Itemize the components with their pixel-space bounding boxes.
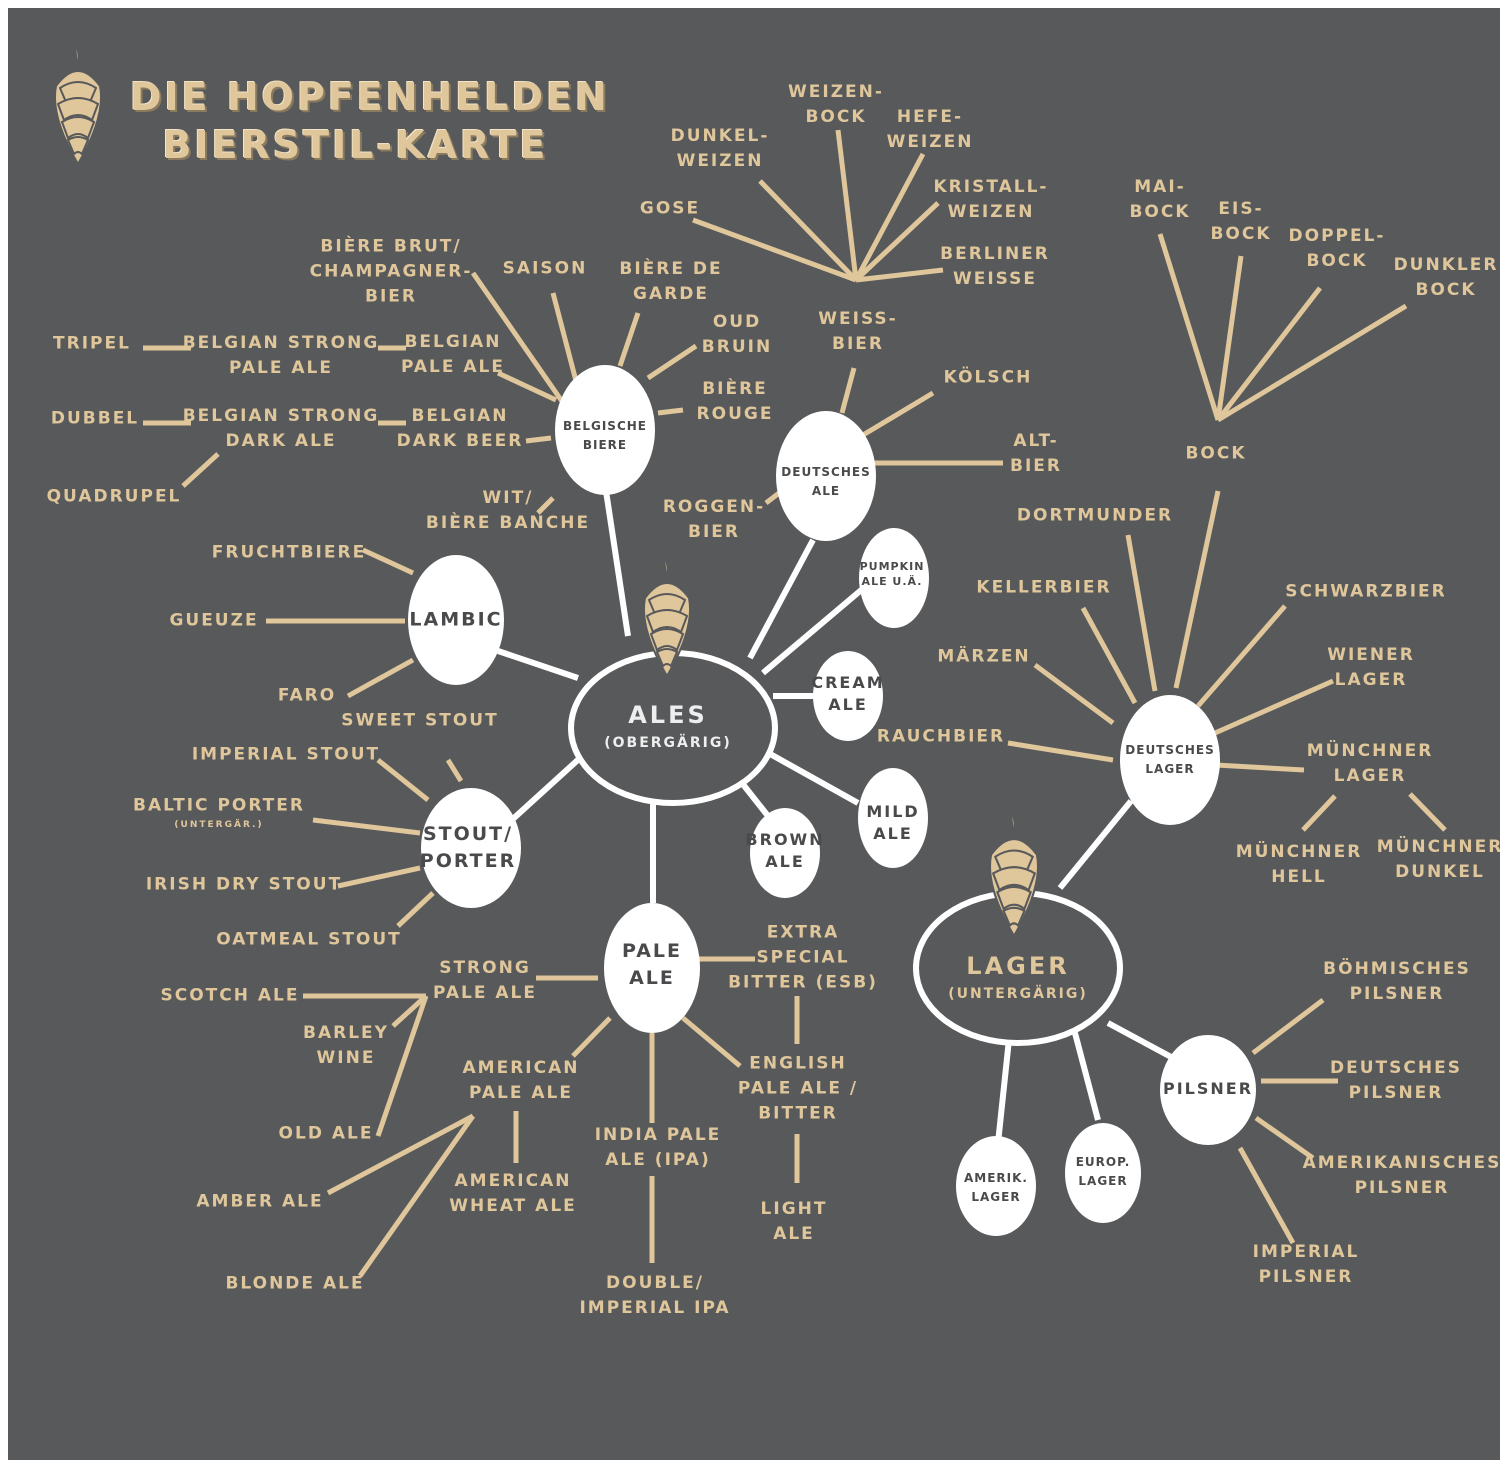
style-boehmisches-pilsner: BÖHMISCHES PILSNER xyxy=(1323,959,1471,1004)
hop-cone-icon xyxy=(988,813,1040,938)
style-dubbel: DUBBEL xyxy=(50,408,140,429)
style-muenchner-hell: MÜNCHNER HELL xyxy=(1235,842,1363,887)
style-fruchtbiere: FRUCHTBIERE xyxy=(211,542,367,563)
style-biere-de-garde: BIÈRE DE GARDE xyxy=(619,259,723,304)
style-belgian-pale-ale: BELGIAN PALE ALE xyxy=(400,332,506,377)
style-bock: BOCK xyxy=(1185,443,1247,464)
hop-cone-icon xyxy=(53,46,103,166)
style-light-ale: LIGHT ALE xyxy=(760,1199,828,1244)
style-biere-rouge: BIÈRE ROUGE xyxy=(696,379,774,424)
style-rauchbier: RAUCHBIER xyxy=(876,726,1006,747)
style-irish-dry-stout: IRISH DRY STOUT xyxy=(145,874,343,895)
style-english-pale-ale: ENGLISH PALE ALE / BITTER xyxy=(737,1053,859,1124)
style-amerikanisches-pilsner: AMERIKANISCHES PILSNER xyxy=(1302,1153,1500,1198)
style-sweet-stout: SWEET STOUT xyxy=(341,710,499,731)
style-doppelbock: DOPPEL- BOCK xyxy=(1288,226,1386,271)
style-esb: EXTRA SPECIAL BITTER (ESB) xyxy=(728,922,878,993)
node-ales-sub: (OBERGÄRIG) xyxy=(604,735,732,751)
style-scotch-ale: SCOTCH ALE xyxy=(160,985,300,1006)
style-biere-brut: BIÈRE BRUT/ CHAMPAGNER- BIER xyxy=(309,236,473,307)
style-saison: SAISON xyxy=(502,258,588,279)
style-dortmunder: DORTMUNDER xyxy=(1016,505,1174,526)
style-amber-ale: AMBER ALE xyxy=(196,1191,324,1212)
node-pilsner: PILSNER xyxy=(1162,1079,1254,1098)
style-berliner-weisse: BERLINER WEISSE xyxy=(940,244,1050,289)
node-amerik-lager: AMERIK. LAGER xyxy=(964,1171,1028,1204)
node-brown-ale: BROWN ALE xyxy=(745,830,825,871)
node-pale-ale: PALE ALE xyxy=(622,940,682,989)
node-mild-ale: MILD ALE xyxy=(866,802,920,843)
style-strong-pale-ale: STRONG PALE ALE xyxy=(432,958,538,1003)
style-koelsch: KÖLSCH xyxy=(943,367,1033,388)
node-deutsches-lager: DEUTSCHES LAGER xyxy=(1125,743,1215,776)
style-gose: GOSE xyxy=(639,198,701,219)
node-stout-porter: STOUT/ PORTER xyxy=(419,823,517,872)
node-europ-lager: EUROP. LAGER xyxy=(1075,1155,1131,1188)
style-dunkelweizen: DUNKEL- WEIZEN xyxy=(670,126,770,171)
style-weissbier: WEISS- BIER xyxy=(818,309,898,354)
page-title: DIE HOPFENHELDEN BIERSTIL-KARTE xyxy=(130,75,610,167)
style-belgian-strong-dark: BELGIAN STRONG DARK ALE xyxy=(182,406,380,451)
style-belgian-strong-pale: BELGIAN STRONG PALE ALE xyxy=(182,333,380,378)
style-deutsches-pilsner: DEUTSCHES PILSNER xyxy=(1330,1058,1462,1103)
style-hefeweizen: HEFE- WEIZEN xyxy=(886,107,974,152)
style-double-ipa: DOUBLE/ IMPERIAL IPA xyxy=(579,1273,731,1318)
style-kristallweizen: KRISTALL- WEIZEN xyxy=(933,177,1049,222)
style-blonde-ale: BLONDE ALE xyxy=(225,1273,365,1294)
style-baltic-porter: BALTIC PORTER xyxy=(133,795,305,816)
style-kellerbier: KELLERBIER xyxy=(976,577,1112,598)
style-imperial-pilsner: IMPERIAL PILSNER xyxy=(1252,1242,1360,1287)
hop-cone-icon xyxy=(642,558,692,678)
style-tripel: TRIPEL xyxy=(53,333,131,354)
node-belgische-biere: BELGISCHE BIERE xyxy=(563,419,647,452)
style-schwarzbier: SCHWARZBIER xyxy=(1285,581,1447,602)
node-ales: ALES xyxy=(628,701,708,729)
node-deutsches-ale: DEUTSCHES ALE xyxy=(781,465,871,498)
style-maibock: MAI- BOCK xyxy=(1129,177,1191,222)
style-barley-wine: BARLEY WINE xyxy=(303,1023,389,1068)
style-old-ale: OLD ALE xyxy=(278,1123,374,1144)
style-weizenbock: WEIZEN- BOCK xyxy=(788,82,884,127)
style-faro: FARO xyxy=(277,685,337,706)
style-american-wheat-ale: AMERICAN WHEAT ALE xyxy=(449,1171,577,1216)
style-roggenbier: ROGGEN- BIER xyxy=(662,497,766,542)
node-lambic: LAMBIC xyxy=(409,608,503,631)
node-pumpkin-ale: PUMPKIN ALE U.Ä. xyxy=(859,560,925,588)
style-wiener-lager: WIENER LAGER xyxy=(1327,645,1415,690)
node-lager-sub: (UNTERGÄRIG) xyxy=(948,986,1088,1002)
style-quadrupel: QUADRUPEL xyxy=(46,486,182,507)
diagram-canvas: DIE HOPFENHELDEN BIERSTIL-KARTE ALES (OB… xyxy=(8,8,1500,1460)
style-muenchner-dunkel: MÜNCHNER DUNKEL xyxy=(1376,837,1500,882)
style-wit: WIT/ BIÈRE BANCHE xyxy=(425,488,591,533)
style-ipa: INDIA PALE ALE (IPA) xyxy=(594,1125,722,1170)
style-dunkler-bock: DUNKLER BOCK xyxy=(1393,255,1499,300)
style-muenchner-lager: MÜNCHNER LAGER xyxy=(1306,741,1434,786)
style-american-pale-ale: AMERICAN PALE ALE xyxy=(462,1058,580,1103)
style-baltic-porter-sub: (UNTERGÄR.) xyxy=(174,820,264,830)
style-gueuze: GUEUZE xyxy=(169,610,259,631)
style-imperial-stout: IMPERIAL STOUT xyxy=(191,744,381,765)
style-maerzen: MÄRZEN xyxy=(937,646,1031,667)
style-eisbock: EIS- BOCK xyxy=(1210,199,1272,244)
style-oud-bruin: OUD BRUIN xyxy=(701,312,773,357)
style-altbier: ALT- BIER xyxy=(1010,431,1062,476)
style-oatmeal-stout: OATMEAL STOUT xyxy=(216,929,402,950)
style-belgian-dark-beer: BELGIAN DARK BEER xyxy=(396,406,524,451)
node-cream-ale: CREAM ALE xyxy=(811,673,885,714)
node-lager: LAGER xyxy=(966,952,1070,980)
